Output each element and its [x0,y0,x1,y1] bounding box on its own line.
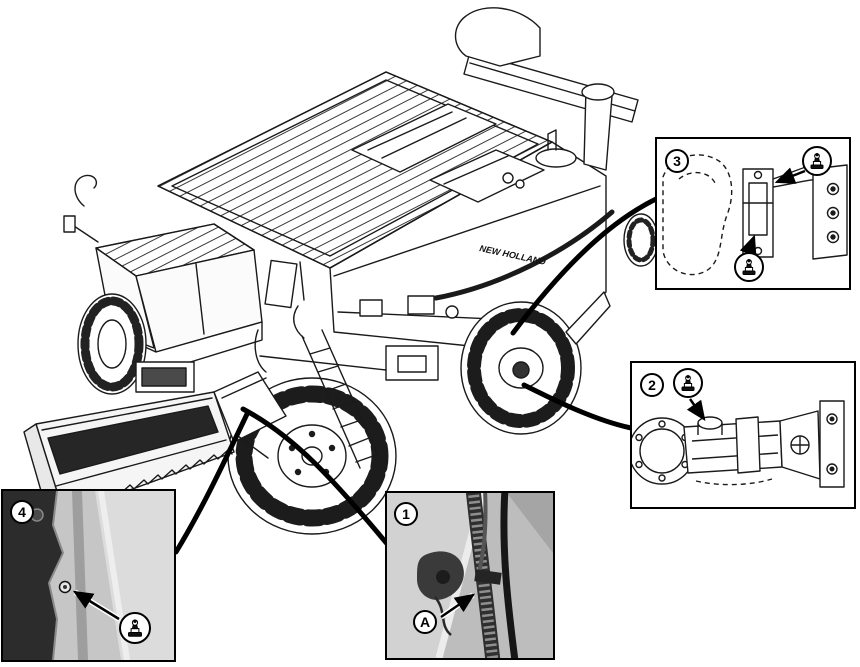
front-wheel-far [77,293,147,395]
rear-wheel-far [623,213,659,267]
engine-deck [429,129,577,203]
grease-fitting-icon [673,368,703,398]
arrow-icon [686,398,706,422]
leader-line-3 [510,195,661,336]
grease-fitting-icon [734,252,764,282]
leader-line-4 [173,409,251,555]
detail-2-drawing [632,368,845,488]
unloading-auger [454,7,639,171]
chassis [135,345,439,393]
leader-line-2 [521,382,634,431]
callout-number-3: 3 [665,149,689,173]
detail-3-drawing [662,146,848,282]
combine-body [329,141,615,347]
leader-line-1 [240,406,391,548]
arrow-icon [72,590,120,621]
callout-number-2: 2 [640,373,664,397]
cable [500,493,519,658]
callout-number-1: 1 [394,502,418,526]
straw-chopper [565,291,611,345]
arrow-icon [739,234,757,257]
grease-fitting-icon [119,612,151,644]
leader-lines [173,195,661,555]
detail-4-photo [3,491,174,660]
frame-rail [3,491,63,660]
callout-number-4: 4 [10,500,34,524]
arrow-icon [440,593,476,619]
grain-tank-roof [157,71,553,269]
arrow-icon [774,167,806,184]
callout-box-4: 4 [1,489,176,662]
detail-a-label: A [413,610,437,634]
access-ladder [254,305,381,469]
callout-box-2: 2 [630,361,856,509]
callout-box-1: 1 A [385,491,555,660]
callout-box-3: 3 [655,137,851,290]
rear-wheel-near [460,301,582,435]
hose-clamp [474,569,502,585]
grease-fitting-icon [802,146,832,176]
